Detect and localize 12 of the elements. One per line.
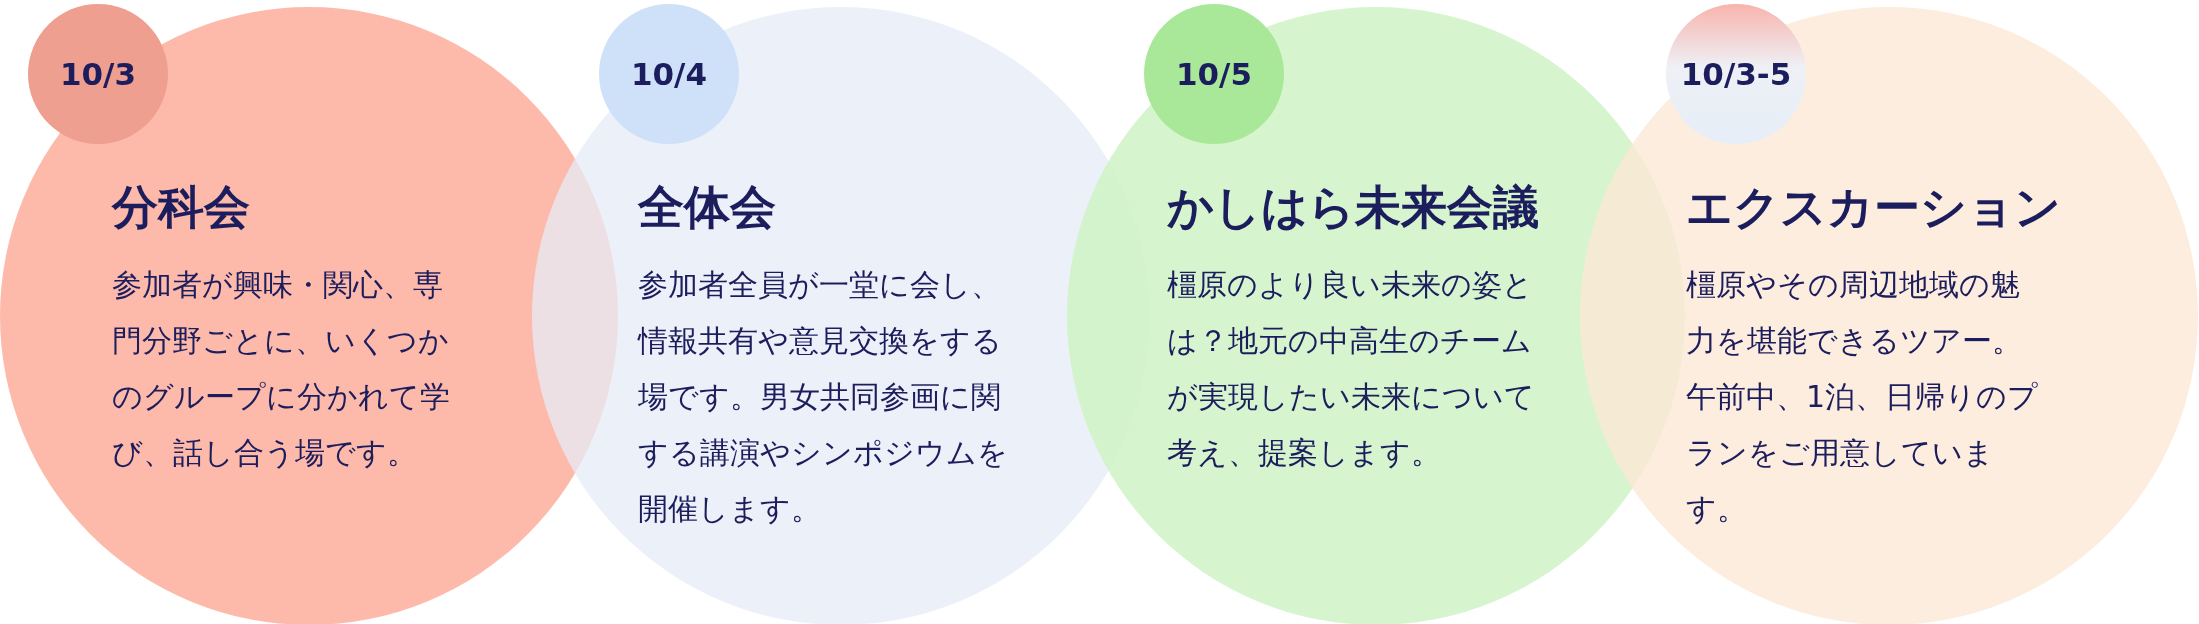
description: 橿原やその周辺地域の魅力を堪能できるツアー。午前中、1泊、日帰りのプランをご用意しています。 bbox=[1686, 266, 2040, 528]
heading: かしはら未来会議 bbox=[1167, 179, 1539, 236]
heading: エクスカーション bbox=[1686, 179, 2061, 236]
description: 参加者が興味・関心、専門分野ごとに、いくつかのグループに分かれて学び、話し合う場です。 bbox=[112, 266, 451, 472]
date-label: 10/5 bbox=[1175, 56, 1252, 92]
date-label: 10/3 bbox=[59, 56, 136, 92]
date-label: 10/4 bbox=[630, 56, 707, 92]
heading: 全体会 bbox=[638, 179, 776, 236]
heading: 分科会 bbox=[112, 179, 250, 236]
description: 参加者全員が一堂に会し、情報共有や意見交換をする場です。男女共同参画に関する講演やシンポジウムを開催します。 bbox=[638, 266, 1009, 528]
date-label: 10/3-5 bbox=[1680, 56, 1792, 92]
description: 橿原のより良い未来の姿とは？地元の中高生のチームが実現したい未来について考え、提案します。 bbox=[1167, 266, 1536, 472]
